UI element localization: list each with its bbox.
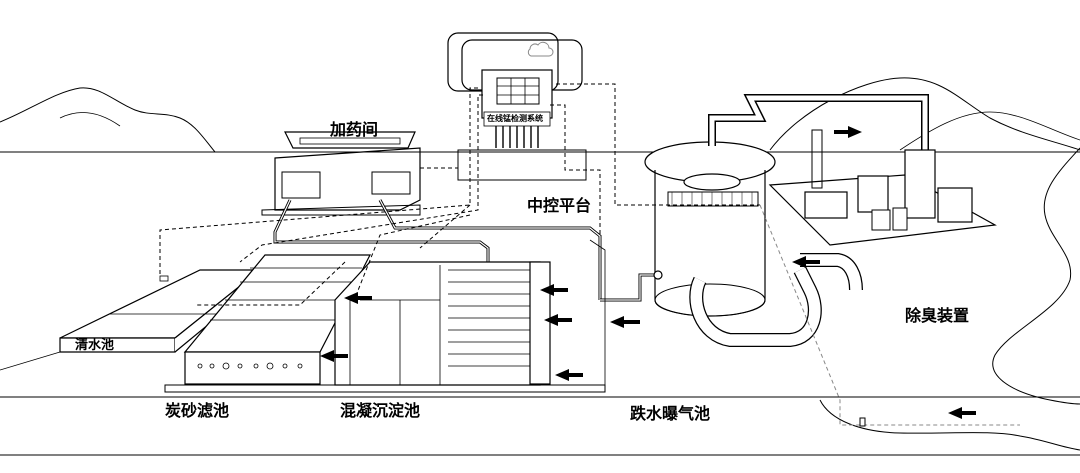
label-dosing-room: 加药间	[330, 120, 379, 139]
label-clear-water-tank: 清水池	[75, 338, 115, 353]
outlet-marker	[859, 417, 866, 427]
plant-base-slab	[164, 384, 606, 393]
monitor-screen-icon	[496, 77, 540, 105]
arrow-icon	[610, 316, 640, 328]
label-aeration-tank: 跌水曝气池	[630, 404, 711, 423]
deodorization-unit-left	[804, 191, 848, 219]
aeration-tank-bottom	[654, 283, 766, 317]
label-online-monitor: 在线锰检测系统	[487, 114, 543, 123]
control-platform-base	[457, 149, 587, 181]
aeration-tank-weir	[683, 173, 741, 191]
mountain-left	[0, 87, 216, 153]
dosing-room-base	[261, 204, 421, 216]
exhaust-duct	[708, 94, 929, 150]
control-signal-lines	[159, 83, 1020, 426]
flow-arrows	[320, 126, 976, 419]
arrow-icon	[555, 369, 583, 381]
aeration-tank-media	[667, 191, 759, 207]
arrow-icon	[544, 314, 572, 326]
plant-base-outline	[0, 239, 606, 392]
deodorization-tank-small-2	[892, 207, 908, 231]
dosing-tank-right	[371, 171, 411, 195]
coagulation-tank-side-box	[529, 261, 551, 385]
dosing-pipe	[273, 199, 490, 262]
aeration-media-grid	[671, 192, 753, 206]
deodorization-chimney	[811, 129, 823, 189]
river-shore	[992, 147, 1080, 405]
arrow-icon	[540, 284, 568, 296]
label-deodorization: 除臭装置	[905, 306, 970, 325]
arrow-icon	[834, 126, 862, 138]
sedimentation-plates	[448, 269, 530, 367]
deodorization-unit-far	[937, 187, 973, 223]
mountain-right	[769, 77, 1080, 151]
arrow-icon	[320, 350, 348, 362]
filter-cell-lines	[210, 267, 362, 321]
dosing-room-roof-band	[299, 137, 401, 145]
monitor-pipes	[495, 126, 539, 148]
coagulation-tank-walls	[349, 265, 441, 385]
arrow-icon	[792, 256, 820, 268]
monitor-cabinet	[481, 69, 553, 119]
deodorization-unit-mid	[857, 175, 889, 213]
arrow-icon	[344, 292, 372, 304]
mountain-left-ridge	[59, 112, 121, 127]
cloud-icon	[527, 41, 554, 57]
river-shore-lower	[819, 399, 1080, 451]
coagulation-tank-outer	[334, 261, 541, 386]
aeration-feed-pipe	[600, 273, 655, 302]
deodorization-tank-small	[871, 209, 891, 231]
deodorization-unit-right	[904, 149, 936, 219]
label-coagulation-sedimentation: 混凝沉淀池	[340, 401, 421, 420]
label-carbon-sand-filter: 炭砂滤池	[165, 401, 230, 420]
dosing-room-roof	[284, 131, 416, 149]
arrow-icon	[948, 407, 976, 419]
label-control-platform: 中控平台	[527, 196, 592, 215]
dosing-tank-left	[281, 171, 321, 199]
filter-front-dots	[197, 362, 303, 370]
carbon-sand-filter-front	[184, 351, 321, 385]
dosing-room-body	[274, 147, 421, 211]
